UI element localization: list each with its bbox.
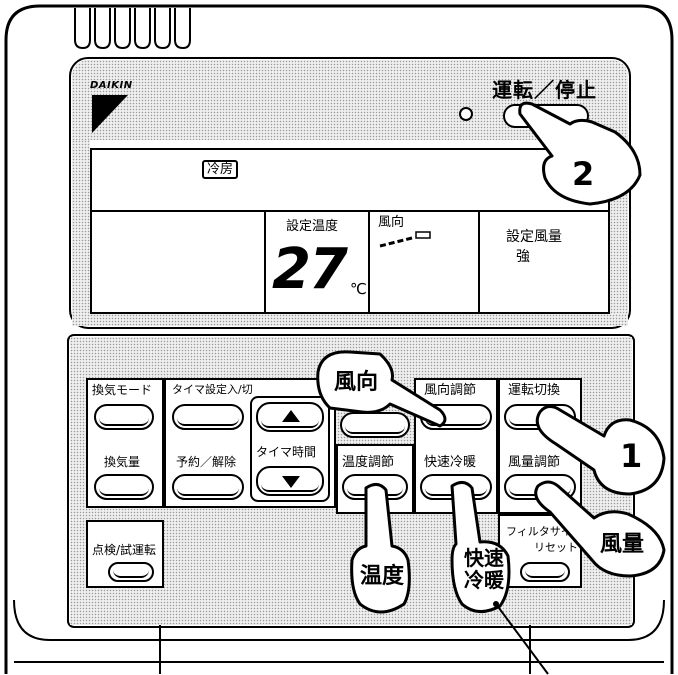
vent-slots	[74, 8, 191, 50]
timer-onoff-label: タイマ設定入/切	[172, 383, 253, 396]
lcd-sep-2	[368, 210, 370, 314]
vent-amount-label: 換気量	[104, 455, 141, 469]
vent-amount-button[interactable]	[94, 474, 154, 500]
timer-onoff-button[interactable]	[172, 404, 244, 430]
step-2-number: 2	[572, 155, 595, 193]
daikin-logo: DAIKIN	[90, 80, 133, 135]
wind-dir-adjust-label: 風向調節	[424, 383, 477, 398]
temp-unit: ℃	[350, 280, 367, 298]
callout-quick-2: 冷暖	[464, 568, 504, 592]
check-label: 点検/試運転	[92, 543, 157, 557]
callout-wind-dir: 風向	[334, 370, 379, 395]
lcd-sep-1	[264, 210, 266, 314]
operation-lamp-icon	[459, 107, 473, 121]
panel-bottom-shade	[72, 314, 628, 326]
filter-sign-label: フィルタサイン	[506, 525, 583, 538]
reset-label: リセット	[534, 541, 578, 554]
brand-text: DAIKIN	[90, 80, 133, 91]
panel-left-shade	[72, 140, 90, 326]
hand-wind-dir-icon	[316, 350, 447, 428]
callout-temp: 温度	[360, 564, 405, 589]
daikin-mark-icon	[92, 95, 128, 133]
temp-adjust-label: 温度調節	[342, 455, 395, 470]
vent-mode-button[interactable]	[94, 404, 154, 430]
step-1-number: 1	[620, 437, 643, 475]
timer-up-button[interactable]	[256, 402, 324, 432]
timer-down-button[interactable]	[256, 466, 324, 496]
hand-fan-icon	[534, 480, 666, 578]
mode-switch-label: 運転切換	[508, 383, 561, 398]
hand-temp-icon	[350, 483, 411, 614]
callout-quick-1: 快速	[464, 546, 504, 570]
vent-mode-label: 換気モード	[92, 383, 153, 397]
arrow-down-icon	[282, 476, 300, 488]
wind-dir-label: 風向	[378, 215, 405, 230]
reserve-button[interactable]	[172, 474, 244, 500]
arrow-up-icon	[282, 410, 300, 422]
hand-1-icon	[535, 405, 666, 496]
fan-label: 設定風量	[506, 229, 562, 245]
timer-time-label: タイマ時間	[256, 445, 317, 459]
fan-adjust-label: 風量調節	[508, 455, 561, 470]
filter-reset-button[interactable]	[520, 562, 570, 582]
lcd-sep-3	[478, 210, 480, 314]
panel-top-shade	[72, 60, 628, 140]
fan-value: 強	[516, 249, 530, 265]
lcd-divider	[90, 210, 610, 212]
callout-fan: 風量	[600, 532, 645, 557]
wind-direction-icon	[379, 231, 431, 248]
reserve-label: 予約／解除	[176, 455, 237, 469]
mode-indicator: 冷房	[202, 160, 239, 179]
check-button[interactable]	[108, 562, 154, 582]
lcd-display: 冷房 設定温度 27 ℃ 風向 設定風量 強	[90, 148, 610, 314]
hand-2-icon	[518, 101, 642, 206]
run-stop-label: 運転／停止	[492, 78, 597, 102]
hand-quick-icon	[450, 481, 511, 613]
set-temp-label: 設定温度	[286, 219, 339, 234]
quick-label: 快速冷暖	[424, 455, 477, 470]
temp-value: 27	[272, 237, 348, 302]
